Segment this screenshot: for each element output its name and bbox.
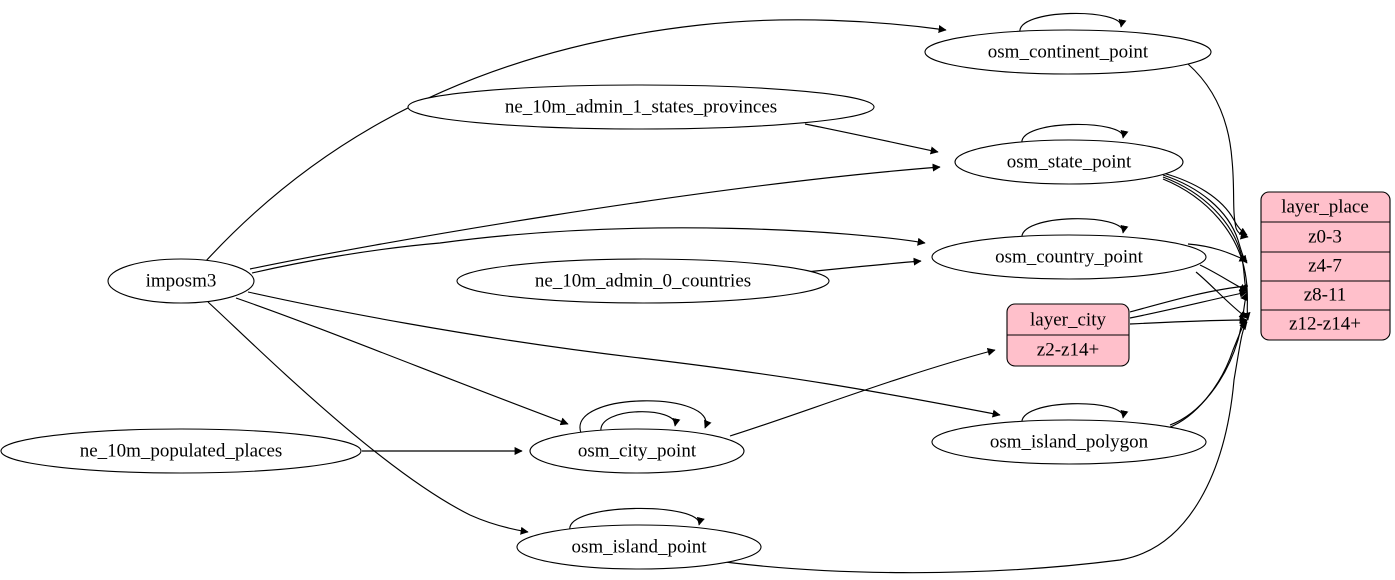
node-shape-osm_country_point[interactable]: [931, 234, 1207, 280]
node-label-osm_island_point: osm_island_point: [571, 536, 707, 557]
edge-ne_10m_admin_1_states_provinces-to-osm_state_point: [804, 123, 939, 155]
nodes-layer: imposm3 ne_10m_admin_1_states_provinces …: [0, 29, 1212, 570]
node-ne_10m_admin_0_countries[interactable]: ne_10m_admin_0_countries: [456, 258, 830, 304]
records-layer: layer_place z0-3 z4-7 z8-11 z12-z14+ lay…: [1006, 191, 1391, 367]
edge-selfloop-osm_country_point: [1021, 218, 1129, 240]
edge-imposm3-to-osm_continent_point: [204, 19, 947, 263]
record-layer_place[interactable]: layer_place z0-3 z4-7 z8-11 z12-z14+: [1260, 191, 1391, 341]
node-label-osm_continent_point: osm_continent_point: [988, 41, 1149, 62]
edge-osm_state_point-to-layer_place-z12-z14: [1162, 178, 1251, 321]
node-osm_continent_point[interactable]: osm_continent_point: [924, 29, 1212, 75]
edge-selfloop-osm_state_point: [1021, 123, 1129, 145]
edge-selfloop-osm_city_point-inner: [600, 411, 681, 433]
edge-osm_state_point-to-layer_place-z8-11: [1162, 176, 1248, 293]
node-osm_island_point[interactable]: osm_island_point: [516, 524, 762, 570]
node-label-ne_10m_admin_0_countries: ne_10m_admin_0_countries: [535, 270, 751, 291]
node-shape-ne_10m_populated_places[interactable]: [0, 428, 362, 474]
edges-layer: [204, 12, 1251, 574]
node-label-osm_island_polygon: osm_island_polygon: [990, 431, 1149, 452]
record-row-layer_place-z12-z14[interactable]: z12-z14+: [1289, 313, 1361, 334]
record-title-layer_city: layer_city: [1030, 309, 1106, 330]
node-ne_10m_admin_1_states_provinces[interactable]: ne_10m_admin_1_states_provinces: [407, 84, 875, 130]
edge-osm_country_point-to-layer_place-z8-11: [1199, 264, 1248, 292]
edge-imposm3-to-osm_city_point: [235, 297, 569, 426]
node-shape-osm_state_point[interactable]: [954, 139, 1184, 185]
node-shape-osm_city_point[interactable]: [529, 428, 745, 474]
edge-selfloop-osm_city_point-outer: [579, 400, 712, 434]
node-label-imposm3: imposm3: [146, 270, 217, 291]
node-osm_island_polygon[interactable]: osm_island_polygon: [931, 419, 1207, 465]
edge-osm_continent_point-to-layer_place-z0-3: [1187, 63, 1249, 240]
edge-selfloop-osm_island_polygon: [1021, 403, 1129, 425]
edge-osm_state_point-to-layer_place-z0-3: [1162, 172, 1248, 236]
edge-osm_island_point-to-layer_place-z12-z14: [702, 321, 1248, 574]
record-title-layer_place: layer_place: [1281, 196, 1369, 217]
node-shape-osm_continent_point[interactable]: [924, 29, 1212, 75]
edge-layer_city-to-layer_place-z12-z14: [1129, 315, 1248, 325]
record-row-layer_place-z8-11[interactable]: z8-11: [1304, 284, 1347, 305]
edge-ne_10m_admin_0_countries-to-osm_country_point: [805, 257, 922, 273]
edge-imposm3-to-osm_state_point: [249, 163, 941, 270]
node-shape-ne_10m_admin_1_states_provinces[interactable]: [407, 84, 875, 130]
node-osm_country_point[interactable]: osm_country_point: [931, 234, 1207, 280]
node-imposm3[interactable]: imposm3: [107, 258, 255, 304]
edge-imposm3-to-osm_island_polygon: [247, 291, 1001, 418]
node-ne_10m_populated_places[interactable]: ne_10m_populated_places: [0, 428, 362, 474]
record-row-layer_city-z2-z14[interactable]: z2-z14+: [1037, 339, 1099, 360]
node-label-osm_state_point: osm_state_point: [1007, 151, 1132, 172]
record-body-layer_place[interactable]: [1260, 191, 1391, 341]
node-shape-osm_island_polygon[interactable]: [931, 419, 1207, 465]
edge-layer_city-to-layer_place-z8-11: [1129, 289, 1248, 319]
edge-imposm3-to-osm_country_point: [251, 227, 926, 274]
edge-layer_city-to-layer_place-extra: [1129, 285, 1249, 313]
node-label-osm_city_point: osm_city_point: [578, 440, 697, 461]
node-label-osm_country_point: osm_country_point: [995, 246, 1143, 267]
record-layer_city[interactable]: layer_city z2-z14+: [1006, 303, 1130, 367]
edge-selfloop-osm_island_point: [569, 507, 705, 532]
edge-selfloop-osm_continent_point: [1019, 12, 1127, 34]
node-label-ne_10m_admin_1_states_provinces: ne_10m_admin_1_states_provinces: [505, 96, 777, 117]
node-label-ne_10m_populated_places: ne_10m_populated_places: [80, 440, 283, 461]
edge-imposm3-to-osm_island_point: [207, 301, 529, 535]
node-osm_city_point[interactable]: osm_city_point: [529, 428, 745, 474]
record-row-layer_place-z0-3[interactable]: z0-3: [1308, 226, 1342, 247]
node-shape-ne_10m_admin_0_countries[interactable]: [456, 258, 830, 304]
edge-osm_city_point-to-layer_city-z2-z14: [729, 347, 996, 437]
edge-osm_country_point-to-layer_place-z12-z14: [1195, 271, 1248, 319]
node-shape-osm_island_point[interactable]: [516, 524, 762, 570]
node-shape-imposm3[interactable]: [107, 258, 255, 304]
edge-osm_island_polygon-to-layer_place-z8-11: [1169, 292, 1248, 426]
edge-osm_country_point-to-layer_place-z4-7: [1187, 243, 1248, 262]
record-row-layer_place-z4-7[interactable]: z4-7: [1308, 255, 1342, 276]
node-osm_state_point[interactable]: osm_state_point: [954, 139, 1184, 185]
